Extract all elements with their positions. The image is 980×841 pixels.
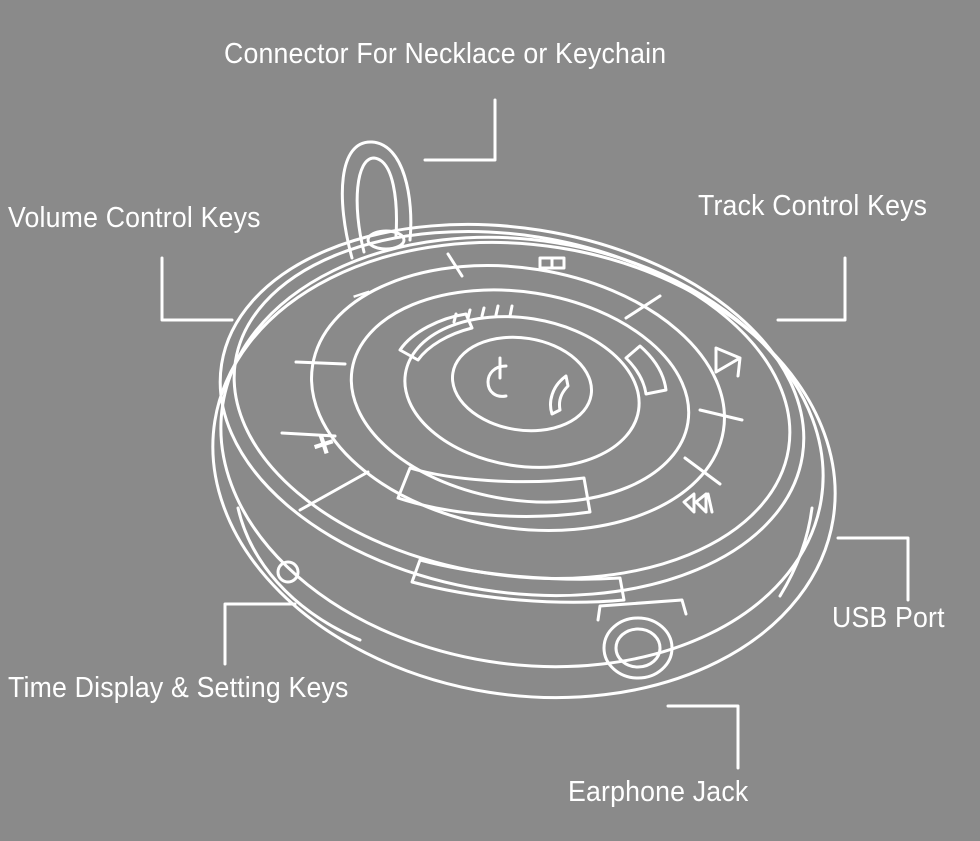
time-leader-line [223,602,297,666]
usb-leader-line [836,536,910,602]
time-setting-keys-label: Time Display & Setting Keys [8,672,349,704]
control-ring [310,264,726,532]
volume-keys-label: Volume Control Keys [8,202,261,234]
earphone-leader-line [666,704,740,770]
device-body [211,222,837,700]
volume-minus-icon: − [346,273,377,315]
outer-rim [211,240,837,700]
forward-icon [714,346,742,378]
connector-label: Connector For Necklace or Keychain [224,38,667,70]
usb-port-slot [778,506,814,598]
track-leader-line [776,256,847,322]
top-face-rim [218,222,806,598]
volume-leader-line [160,256,234,322]
volume-plus-icon: + [307,421,341,468]
call-icon [549,374,570,416]
earphone-jack [596,598,688,680]
side-slot [236,506,362,642]
play-pause-icon [538,256,566,270]
keychain-loop [340,140,413,260]
time-key-button [276,560,300,584]
inner-ring [403,315,641,469]
power-icon [486,356,508,398]
rewind-icon [682,492,714,514]
time-setting-dots [452,304,514,324]
earphone-jack-label: Earphone Jack [568,776,749,808]
center-button [450,335,594,433]
connector-leader-line [423,98,497,162]
track-keys-label: Track Control Keys [698,190,928,222]
bottom-key-strip [410,558,626,604]
usb-port-label: USB Port [832,602,945,634]
